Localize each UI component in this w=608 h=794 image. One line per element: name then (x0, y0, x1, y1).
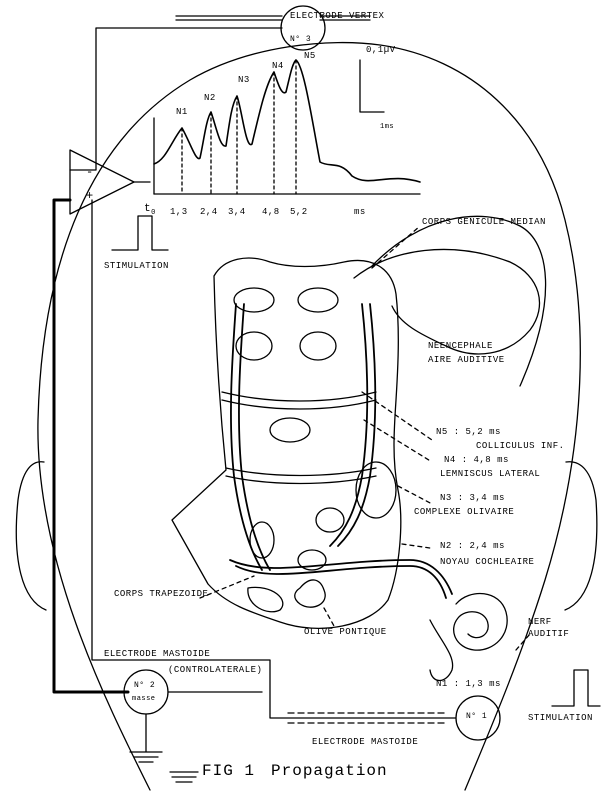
figure-caption: FIG 1 Propagation (202, 762, 404, 780)
label-olive-pontique: OLIVE PONTIQUE (304, 628, 387, 637)
mastoid-left-wire (54, 200, 128, 692)
stimulation-left-label: STIMULATION (104, 262, 169, 271)
time-unit-label: ms (354, 208, 366, 217)
label-n1-latency: N1 : 1,3 ms (436, 680, 501, 689)
peak-label-n5: N5 (304, 52, 316, 61)
stim-pulse-right (552, 670, 600, 706)
label-n2-latency: N2 : 2,4 ms (440, 542, 505, 551)
latency-tick: 5,2 (290, 208, 308, 217)
mastoid-left-ground-marker: masse (132, 696, 156, 703)
time-scale-label: 1ms (380, 124, 394, 131)
vertex-electrode-marker: N° 3 (290, 36, 311, 44)
label-n4-latency: N4 : 4,8 ms (444, 456, 509, 465)
amplifier-minus: - (86, 166, 94, 178)
origin-label: t0 (144, 204, 156, 217)
label-auditif: AUDITIF (528, 630, 569, 639)
stim-pulse-left (112, 216, 168, 250)
stimulation-right-label: STIMULATION (528, 714, 593, 723)
peak-label-n1: N1 (176, 108, 188, 117)
vertex-electrode-label: ELECTRODE VERTEX (290, 12, 384, 21)
cochlea (454, 594, 508, 651)
amplitude-scale-label: 0,1µV (366, 46, 396, 55)
head-outline (38, 43, 580, 790)
mastoid-left-marker: N° 2 (134, 682, 155, 690)
mastoid-left-electrode (124, 670, 168, 714)
label-corps-trapezoide: CORPS TRAPEZOIDE (114, 590, 208, 599)
mastoid-right-marker: N° 1 (466, 713, 487, 721)
label-colliculus: COLLICULUS INF. (476, 442, 565, 451)
cortex-outline (354, 249, 540, 353)
peak-label-n4: N4 (272, 62, 284, 71)
amplifier (70, 150, 134, 214)
scale-bar (360, 60, 384, 112)
latency-tick: 1,3 (170, 208, 188, 217)
peak-label-n2: N2 (204, 94, 216, 103)
mastoid-right-electrode-label: ELECTRODE MASTOIDE (312, 738, 418, 747)
label-neencephale: NEENCEPHALE (428, 342, 493, 351)
vertex-wire (70, 28, 282, 170)
latency-tick: 2,4 (200, 208, 218, 217)
mastoid-left-electrode-label: ELECTRODE MASTOIDE (104, 650, 210, 659)
latency-tick: 3,4 (228, 208, 246, 217)
amplifier-plus: + (86, 190, 94, 202)
label-noyau-cochleaire: NOYAU COCHLEAIRE (440, 558, 534, 567)
label-aire-auditive: AIRE AUDITIVE (428, 356, 505, 365)
latency-tick: 4,8 (262, 208, 280, 217)
figure-number: FIG 1 (202, 762, 255, 780)
mastoid-right-wire (92, 200, 456, 718)
figure-title: Propagation (271, 762, 388, 780)
label-n5-latency: N5 : 5,2 ms (436, 428, 501, 437)
label-complexe-olivaire: COMPLEXE OLIVAIRE (414, 508, 514, 517)
peak-label-n3: N3 (238, 76, 250, 85)
label-n3-latency: N3 : 3,4 ms (440, 494, 505, 503)
origin-subscript: 0 (151, 209, 156, 217)
caption-ground (170, 772, 198, 782)
label-nerf: NERF (528, 618, 552, 627)
label-corps-genicule: CORPS GENICULE MEDIAN (422, 218, 546, 227)
right-ear (565, 462, 597, 610)
ground-symbol (130, 714, 162, 762)
label-lemniscus: LEMNISCUS LATERAL (440, 470, 540, 479)
mastoid-left-electrode-sub: (CONTROLATERALE) (168, 666, 262, 675)
